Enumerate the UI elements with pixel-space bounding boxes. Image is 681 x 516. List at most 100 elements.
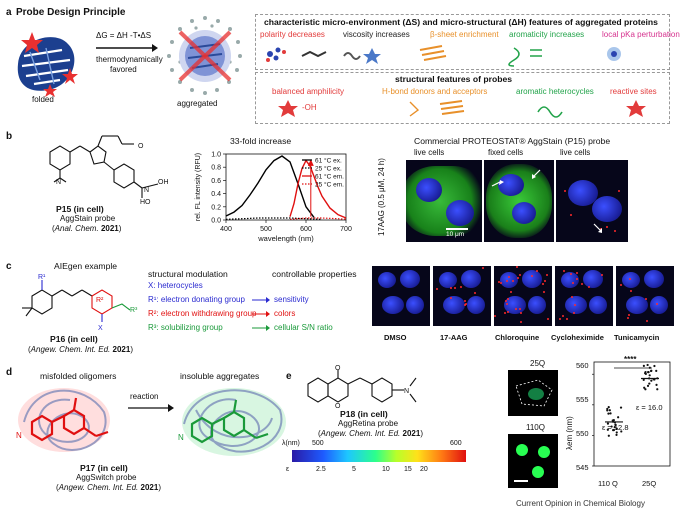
img-label-live-2: live cells	[560, 148, 591, 157]
aggregate-puncta	[588, 286, 591, 289]
delta-g-equation: ΔG = ΔH -T•ΔS	[96, 31, 152, 40]
treat-label-dmso: DMSO	[384, 333, 407, 342]
atom-r1: R¹	[38, 274, 46, 281]
aggregate-puncta	[542, 283, 545, 286]
scatter-point	[613, 426, 616, 429]
forward-arrow	[96, 44, 158, 52]
aggregate-puncta	[574, 304, 577, 307]
nucleus	[561, 272, 579, 288]
x-tick-label: 500	[260, 226, 272, 233]
micrograph-110q	[508, 434, 558, 488]
probe-feature-reactive: reactive sites	[610, 87, 657, 96]
y-tick-label: 1.0	[211, 152, 221, 159]
probe-feature-hbond: H-bond donors and acceptors	[382, 87, 488, 96]
eps-tick-5: 5	[352, 466, 356, 473]
p15-citation: (Anal. Chem. 2021)	[52, 224, 122, 233]
eps-right: ε = 16.0	[636, 403, 663, 412]
probes-title: structural features of probes	[395, 74, 512, 84]
nucleus	[622, 272, 640, 288]
aggregate-puncta	[512, 279, 515, 282]
aggregate-puncta	[504, 311, 506, 314]
aggregate-puncta	[572, 312, 575, 315]
increase-arrow-head	[307, 159, 314, 166]
reaction-label: reaction	[130, 392, 159, 401]
scatter-ytick-550: 550	[576, 429, 589, 438]
atom-r2: R²	[96, 297, 104, 304]
scatter-point	[642, 364, 645, 367]
p18-probe-name: AggRetina probe	[338, 419, 399, 428]
nucleus	[382, 296, 404, 314]
nucleus	[522, 270, 542, 288]
prop-sn-ratio: cellular S/N ratio	[274, 323, 333, 332]
y-axis-label: rel. FL intensity (RFU)	[195, 153, 202, 221]
probe-feature-icons	[278, 100, 646, 118]
p16-citation: (Angew. Chem. Int. Ed. 2021)	[28, 345, 133, 354]
commercial-title: Commercial PROTEOSTAT® AggStain (P15) pr…	[414, 136, 611, 146]
aggregate-puncta	[542, 290, 545, 293]
misfolded-oligomer-illustration: N	[16, 388, 110, 452]
aggregate-puncta	[644, 297, 647, 300]
folded-label: folded	[32, 95, 54, 104]
svg-text:N: N	[56, 179, 61, 186]
treatment-micrograph	[494, 266, 552, 326]
treat-label-cycloheximide: Cycloheximide	[551, 333, 604, 342]
scatter-point	[647, 370, 650, 374]
nucleus	[378, 272, 396, 288]
p16-structure: R¹ R² R³ X	[22, 274, 138, 332]
color-bar	[292, 450, 466, 462]
aggregate-puncta	[463, 304, 466, 307]
scatter-point	[607, 434, 610, 437]
aggregate-puncta	[545, 273, 548, 276]
nucleus	[500, 272, 518, 288]
lambda-scatter-plot	[592, 361, 671, 467]
prop-sensitivity: sensitivity	[274, 295, 309, 304]
aggregate-puncta	[505, 279, 508, 282]
nucleus	[439, 272, 457, 288]
treatment-micrograph	[555, 266, 613, 326]
nucleus	[644, 270, 664, 288]
scatter-point	[656, 388, 659, 391]
feature-pka: local pKa perturbation	[602, 30, 680, 39]
scatter-point	[614, 423, 617, 427]
aggregate-puncta	[600, 273, 603, 276]
aggregate-puncta	[510, 291, 513, 294]
scatter-point	[609, 412, 612, 415]
scatter-point	[615, 431, 618, 434]
lambda-label: λ(nm)	[282, 440, 300, 447]
x-tick-label: 400	[220, 226, 232, 233]
scatter-point	[610, 425, 613, 428]
aggregate-puncta	[465, 302, 468, 305]
aggregate-puncta	[627, 314, 630, 317]
scatter-point	[644, 372, 647, 376]
aggregate-puncta	[464, 299, 467, 302]
x-axis-label: wavelength (nm)	[257, 234, 314, 243]
nucleus	[650, 296, 668, 314]
credit: Current Opinion in Chemical Biology	[516, 499, 645, 508]
treatment-micrograph	[433, 266, 491, 326]
scatter-point	[644, 370, 647, 374]
aggregate-puncta	[575, 271, 578, 274]
svg-text:OH: OH	[158, 179, 169, 186]
p18-compound: P18 (in cell)	[340, 409, 388, 419]
aggregate-puncta	[459, 286, 462, 289]
aggregate-puncta	[563, 269, 566, 272]
aggregate-puncta	[435, 287, 438, 290]
scatter-point	[607, 412, 610, 415]
probes-box	[255, 72, 670, 124]
p17-probe-name: AggSwitch probe	[76, 473, 137, 482]
lambda-tick-500: 500	[312, 440, 324, 447]
scalebar-label: 10 μm	[446, 231, 465, 238]
scatter-point	[619, 406, 623, 409]
y-tick-label: 0.0	[211, 218, 221, 225]
scatter-point	[620, 430, 623, 433]
nucleus	[626, 296, 648, 314]
aggregate-puncta	[561, 315, 564, 318]
p15-structure: O N OH HO N	[49, 135, 169, 206]
scatter-ytick-545: 545	[576, 463, 589, 472]
aggregate-puncta	[626, 316, 629, 319]
right-title: insoluble aggregates	[180, 371, 260, 381]
scatter-point	[644, 388, 647, 391]
scatter-point	[646, 384, 650, 387]
feature-beta-sheet: β-sheet enrichment	[430, 30, 499, 39]
